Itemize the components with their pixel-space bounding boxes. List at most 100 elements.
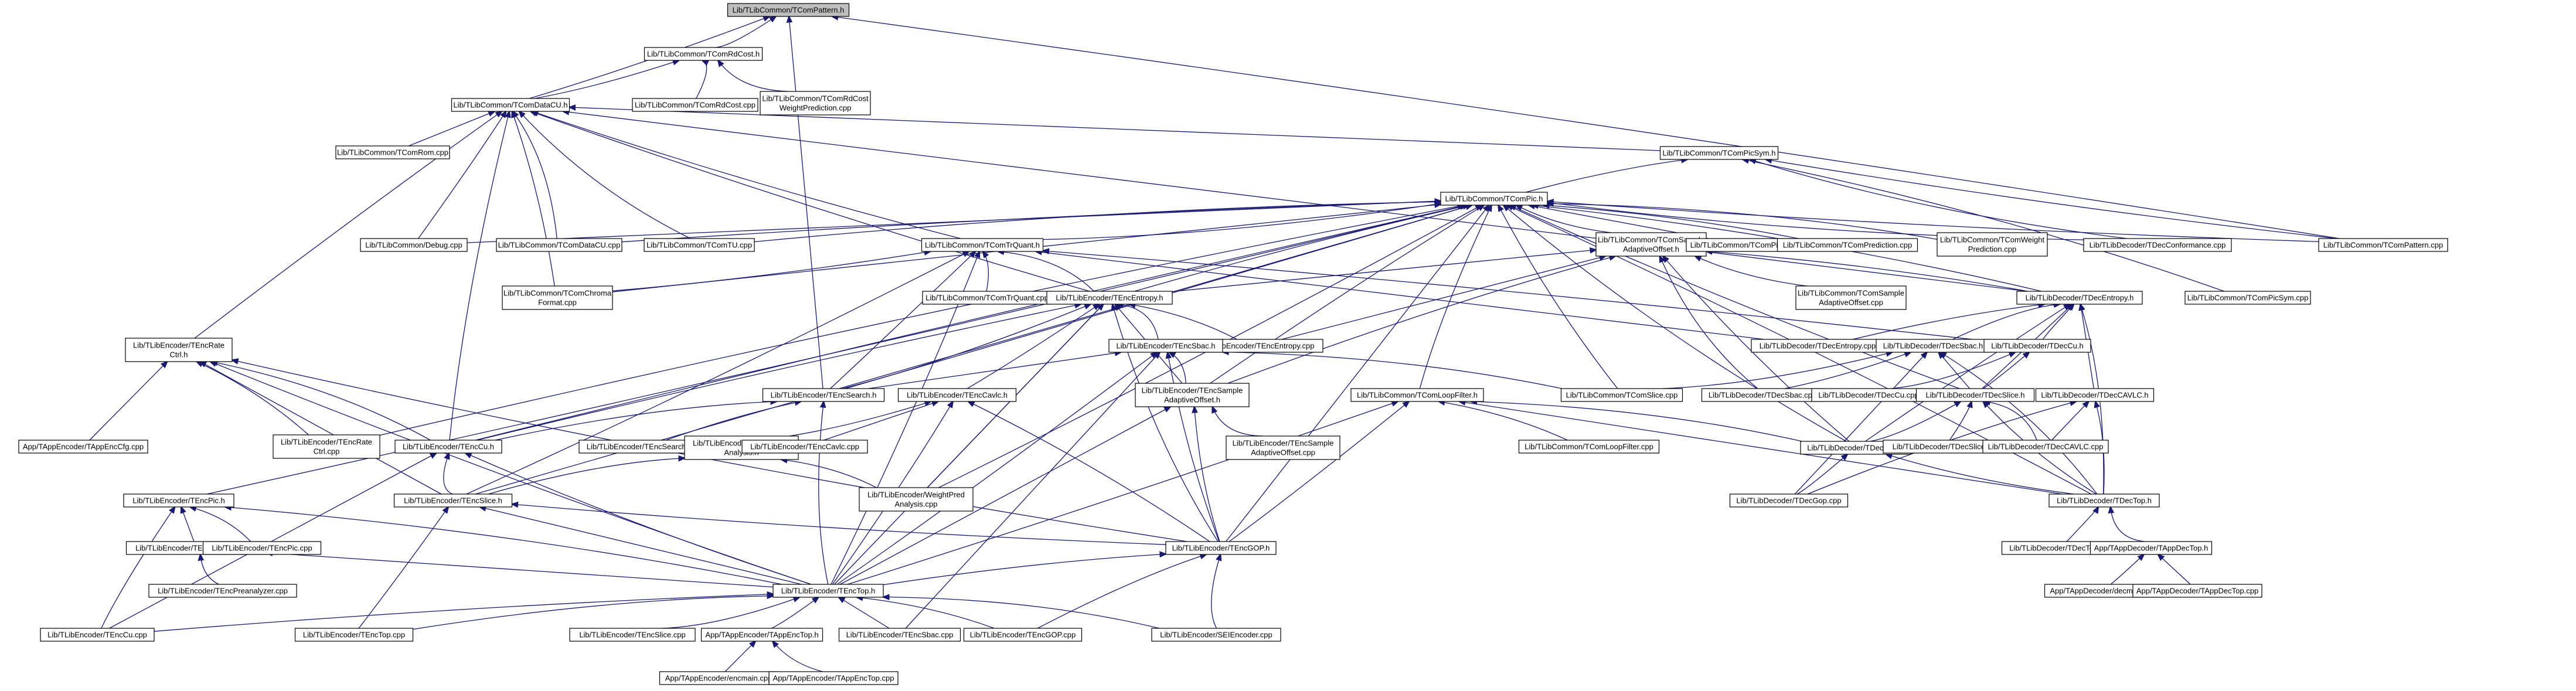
- graph-node-encsearch-h[interactable]: Lib/TLibEncoder/TEncSearch.h: [762, 388, 885, 402]
- dependency-edge: [1852, 304, 2044, 340]
- graph-node-prediction-cpp[interactable]: Lib/TLibCommon/TComPrediction.cpp: [1777, 238, 1918, 252]
- graph-node-pattern-h[interactable]: Lib/TLibCommon/TComPattern.h: [727, 3, 850, 17]
- graph-node-encentropy-cpp[interactable]: Lib/TLibEncoder/TEncEntropy.cpp: [1190, 339, 1323, 353]
- node-label: Lib/TLibDecoder/TDecCu.cpp: [1818, 391, 1918, 400]
- graph-node-seiencoder-cpp[interactable]: Lib/TLibEncoder/SEIEncoder.cpp: [1151, 628, 1281, 642]
- graph-node-pattern-cpp[interactable]: Lib/TLibCommon/TComPattern.cpp: [2318, 238, 2448, 252]
- graph-node-deccu-h[interactable]: Lib/TLibDecoder/TDecCu.h: [1983, 339, 2091, 353]
- graph-node-enccavlc-cpp[interactable]: Lib/TLibEncoder/TEncCavlc.cpp: [741, 440, 868, 454]
- graph-node-encsbac-h[interactable]: Lib/TLibEncoder/TEncSbac.h: [1108, 339, 1223, 353]
- graph-node-encmain-cpp[interactable]: App/TAppEncoder/encmain.cpp: [659, 671, 778, 685]
- graph-node-sao-h[interactable]: Lib/TLibCommon/TComSampleAdaptiveOffset.…: [1595, 232, 1707, 257]
- graph-node-decslice-h[interactable]: Lib/TLibDecoder/TDecSlice.h: [1915, 388, 2035, 402]
- graph-node-debug-cpp[interactable]: Lib/TLibCommon/Debug.cpp: [360, 238, 468, 252]
- graph-node-decgop-cpp[interactable]: Lib/TLibDecoder/TDecGop.cpp: [1729, 493, 1849, 508]
- node-label: App/TAppEncoder/TAppEncTop.cpp: [773, 674, 894, 683]
- graph-node-enctop-cpp[interactable]: Lib/TLibEncoder/TEncTop.cpp: [294, 628, 414, 642]
- graph-node-appenctop-cpp[interactable]: App/TAppEncoder/TAppEncTop.cpp: [768, 671, 899, 685]
- dependency-edge: [1865, 304, 2070, 442]
- graph-node-decentropy-cpp[interactable]: Lib/TLibDecoder/TDecEntropy.cpp: [1751, 339, 1884, 353]
- graph-node-pic-cpp[interactable]: Lib/TLibCommon/TComPic.cpp: [1686, 238, 1801, 252]
- dependency-edge: [905, 352, 1160, 629]
- graph-node-encsao-h[interactable]: Lib/TLibEncoder/TEncSampleAdaptiveOffset…: [1135, 383, 1250, 407]
- graph-node-enctop-h[interactable]: Lib/TLibEncoder/TEncTop.h: [773, 584, 884, 598]
- graph-node-appenctop-h[interactable]: App/TAppEncoder/TAppEncTop.h: [700, 628, 823, 642]
- graph-node-enccu-h[interactable]: Lib/TLibEncoder/TEncCu.h: [394, 440, 502, 454]
- node-label: Lib/TLibDecoder/TDecEntropy.h: [2026, 294, 2134, 302]
- graph-node-encsbac-cpp[interactable]: Lib/TLibEncoder/TEncSbac.cpp: [838, 628, 961, 642]
- graph-node-pic-h[interactable]: Lib/TLibCommon/TComPic.h: [1440, 192, 1548, 206]
- graph-node-encgop-cpp[interactable]: Lib/TLibEncoder/TEncGOP.cpp: [963, 628, 1083, 642]
- graph-node-encpreanalyzer-cpp[interactable]: Lib/TLibEncoder/TEncPreanalyzer.cpp: [148, 584, 297, 598]
- node-box: [1937, 232, 2048, 257]
- node-label: Lib/TLibCommon/TComRdCost.h: [647, 50, 760, 59]
- graph-node-appdectop-h[interactable]: App/TAppDecoder/TAppDecTop.h: [2090, 541, 2213, 555]
- graph-node-decsbac-h[interactable]: Lib/TLibDecoder/TDecSbac.h: [1876, 339, 1990, 353]
- graph-node-encslice-h[interactable]: Lib/TLibEncoder/TEncSlice.h: [393, 493, 513, 508]
- graph-node-appenccfg-cpp[interactable]: App/TAppEncoder/TAppEncCfg.cpp: [18, 440, 148, 454]
- graph-node-slice-cpp[interactable]: Lib/TLibCommon/TComSlice.cpp: [1560, 388, 1683, 402]
- dependency-edge: [818, 401, 829, 585]
- node-box: [2035, 388, 2155, 402]
- graph-node-loopfilter-h[interactable]: Lib/TLibCommon/TComLoopFilter.h: [1350, 388, 1484, 402]
- node-box: [335, 145, 450, 159]
- graph-node-datacu-cpp[interactable]: Lib/TLibCommon/TComDataCU.cpp: [496, 238, 622, 252]
- dependency-edge: [409, 111, 494, 147]
- node-label: Lib/TLibDecoder/TDecSlice.h: [1925, 391, 2024, 400]
- dependency-edge: [1984, 401, 2037, 441]
- node-label: Lib/TLibDecoder/TDecTop.h: [2057, 496, 2152, 505]
- node-label: Lib/TLibEncoder/SEIEncoder.cpp: [1160, 631, 1272, 639]
- node-label: Lib/TLibEncoder/TEncSbac.h: [1116, 342, 1215, 350]
- graph-node-decconf-cpp[interactable]: Lib/TLibDecoder/TDecConformance.cpp: [2083, 238, 2232, 252]
- graph-node-rdcost-cpp[interactable]: Lib/TLibCommon/TComRdCost.cpp: [632, 98, 758, 112]
- dependency-edge: [789, 16, 823, 389]
- graph-node-deccavlc-cpp[interactable]: Lib/TLibDecoder/TDecCAVLC.cpp: [1982, 440, 2109, 454]
- node-box: [451, 98, 570, 112]
- graph-node-trquant-h[interactable]: Lib/TLibCommon/TComTrQuant.h: [921, 238, 1044, 252]
- graph-node-decentropy-h[interactable]: Lib/TLibDecoder/TDecEntropy.h: [2016, 291, 2143, 305]
- graph-node-encslice-cpp[interactable]: Lib/TLibEncoder/TEncSlice.cpp: [569, 628, 696, 642]
- node-label: Lib/TLibEncoder/WeightPred: [867, 491, 965, 499]
- graph-node-decslice-cpp[interactable]: Lib/TLibDecoder/TDecSlice.cpp: [1883, 440, 2009, 454]
- graph-node-encpic-h[interactable]: Lib/TLibEncoder/TEncPic.h: [123, 493, 234, 508]
- graph-node-datacu-h[interactable]: Lib/TLibCommon/TComDataCU.h: [451, 98, 570, 112]
- graph-node-appdectop-cpp[interactable]: App/TAppDecoder/TAppDecTop.cpp: [2132, 584, 2262, 598]
- graph-node-decsbac-cpp[interactable]: Lib/TLibDecoder/TDecSbac.cpp: [1701, 388, 1824, 402]
- graph-node-picsym-h[interactable]: Lib/TLibCommon/TComPicSym.h: [1659, 146, 1779, 160]
- graph-node-loopfilter-cpp[interactable]: Lib/TLibCommon/TComLoopFilter.cpp: [1518, 440, 1660, 454]
- dependency-edge: [1886, 454, 2074, 495]
- node-box: [2016, 291, 2143, 305]
- graph-node-encgop-h[interactable]: Lib/TLibEncoder/TEncGOP.h: [1165, 541, 1277, 555]
- graph-node-encentropy-h[interactable]: Lib/TLibEncoder/TEncEntropy.h: [1046, 291, 1173, 305]
- graph-node-rdcost-h[interactable]: Lib/TLibCommon/TComRdCost.h: [644, 47, 763, 61]
- graph-node-encsao-cpp[interactable]: Lib/TLibEncoder/TEncSampleAdaptiveOffset…: [1226, 435, 1340, 460]
- graph-node-dectop-h[interactable]: Lib/TLibDecoder/TDecTop.h: [2048, 493, 2160, 508]
- dependency-edge: [1949, 401, 1972, 441]
- node-label: WeightPrediction.cpp: [780, 104, 852, 113]
- graph-node-rdcostwp-cpp[interactable]: Lib/TLibCommon/TComRdCostWeightPredictio…: [760, 91, 871, 115]
- graph-node-enccu-cpp[interactable]: Lib/TLibEncoder/TEncCu.cpp: [40, 628, 155, 642]
- graph-node-enccavlc-h[interactable]: Lib/TLibEncoder/TEncCavlc.h: [897, 388, 1017, 402]
- graph-node-sao-cpp[interactable]: Lib/TLibCommon/TComSampleAdaptiveOffset.…: [1795, 285, 1907, 310]
- graph-node-encpic-cpp[interactable]: Lib/TLibEncoder/TEncPic.cpp: [202, 541, 322, 555]
- node-box: [727, 3, 850, 17]
- graph-node-picsym-cpp[interactable]: Lib/TLibCommon/TComPicSym.cpp: [2184, 291, 2311, 305]
- graph-node-trquant-cpp[interactable]: Lib/TLibCommon/TComTrQuant.cpp: [922, 291, 1052, 305]
- graph-node-deccavlc-h[interactable]: Lib/TLibDecoder/TDecCAVLC.h: [2035, 388, 2155, 402]
- graph-node-encsearch-cpp[interactable]: Lib/TLibEncoder/TEncSearch.cpp: [579, 440, 709, 454]
- graph-node-tu-cpp[interactable]: Lib/TLibCommon/TComTU.cpp: [644, 238, 755, 252]
- dependency-edge: [781, 459, 877, 488]
- node-label: Lib/TLibCommon/TComRdCost: [762, 94, 869, 103]
- node-label: Lib/TLibCommon/TComPicSym.h: [1663, 149, 1776, 158]
- dependency-edge: [1172, 250, 1596, 292]
- dependency-edge: [477, 304, 1081, 441]
- node-label: Lib/TLibEncoder/TEncSearch.h: [771, 391, 877, 400]
- graph-node-deccu-cpp[interactable]: Lib/TLibDecoder/TDecCu.cpp: [1811, 388, 1926, 402]
- dependency-edge: [1117, 304, 1159, 340]
- graph-node-rom-cpp[interactable]: Lib/TLibCommon/TComRom.cpp: [335, 145, 450, 159]
